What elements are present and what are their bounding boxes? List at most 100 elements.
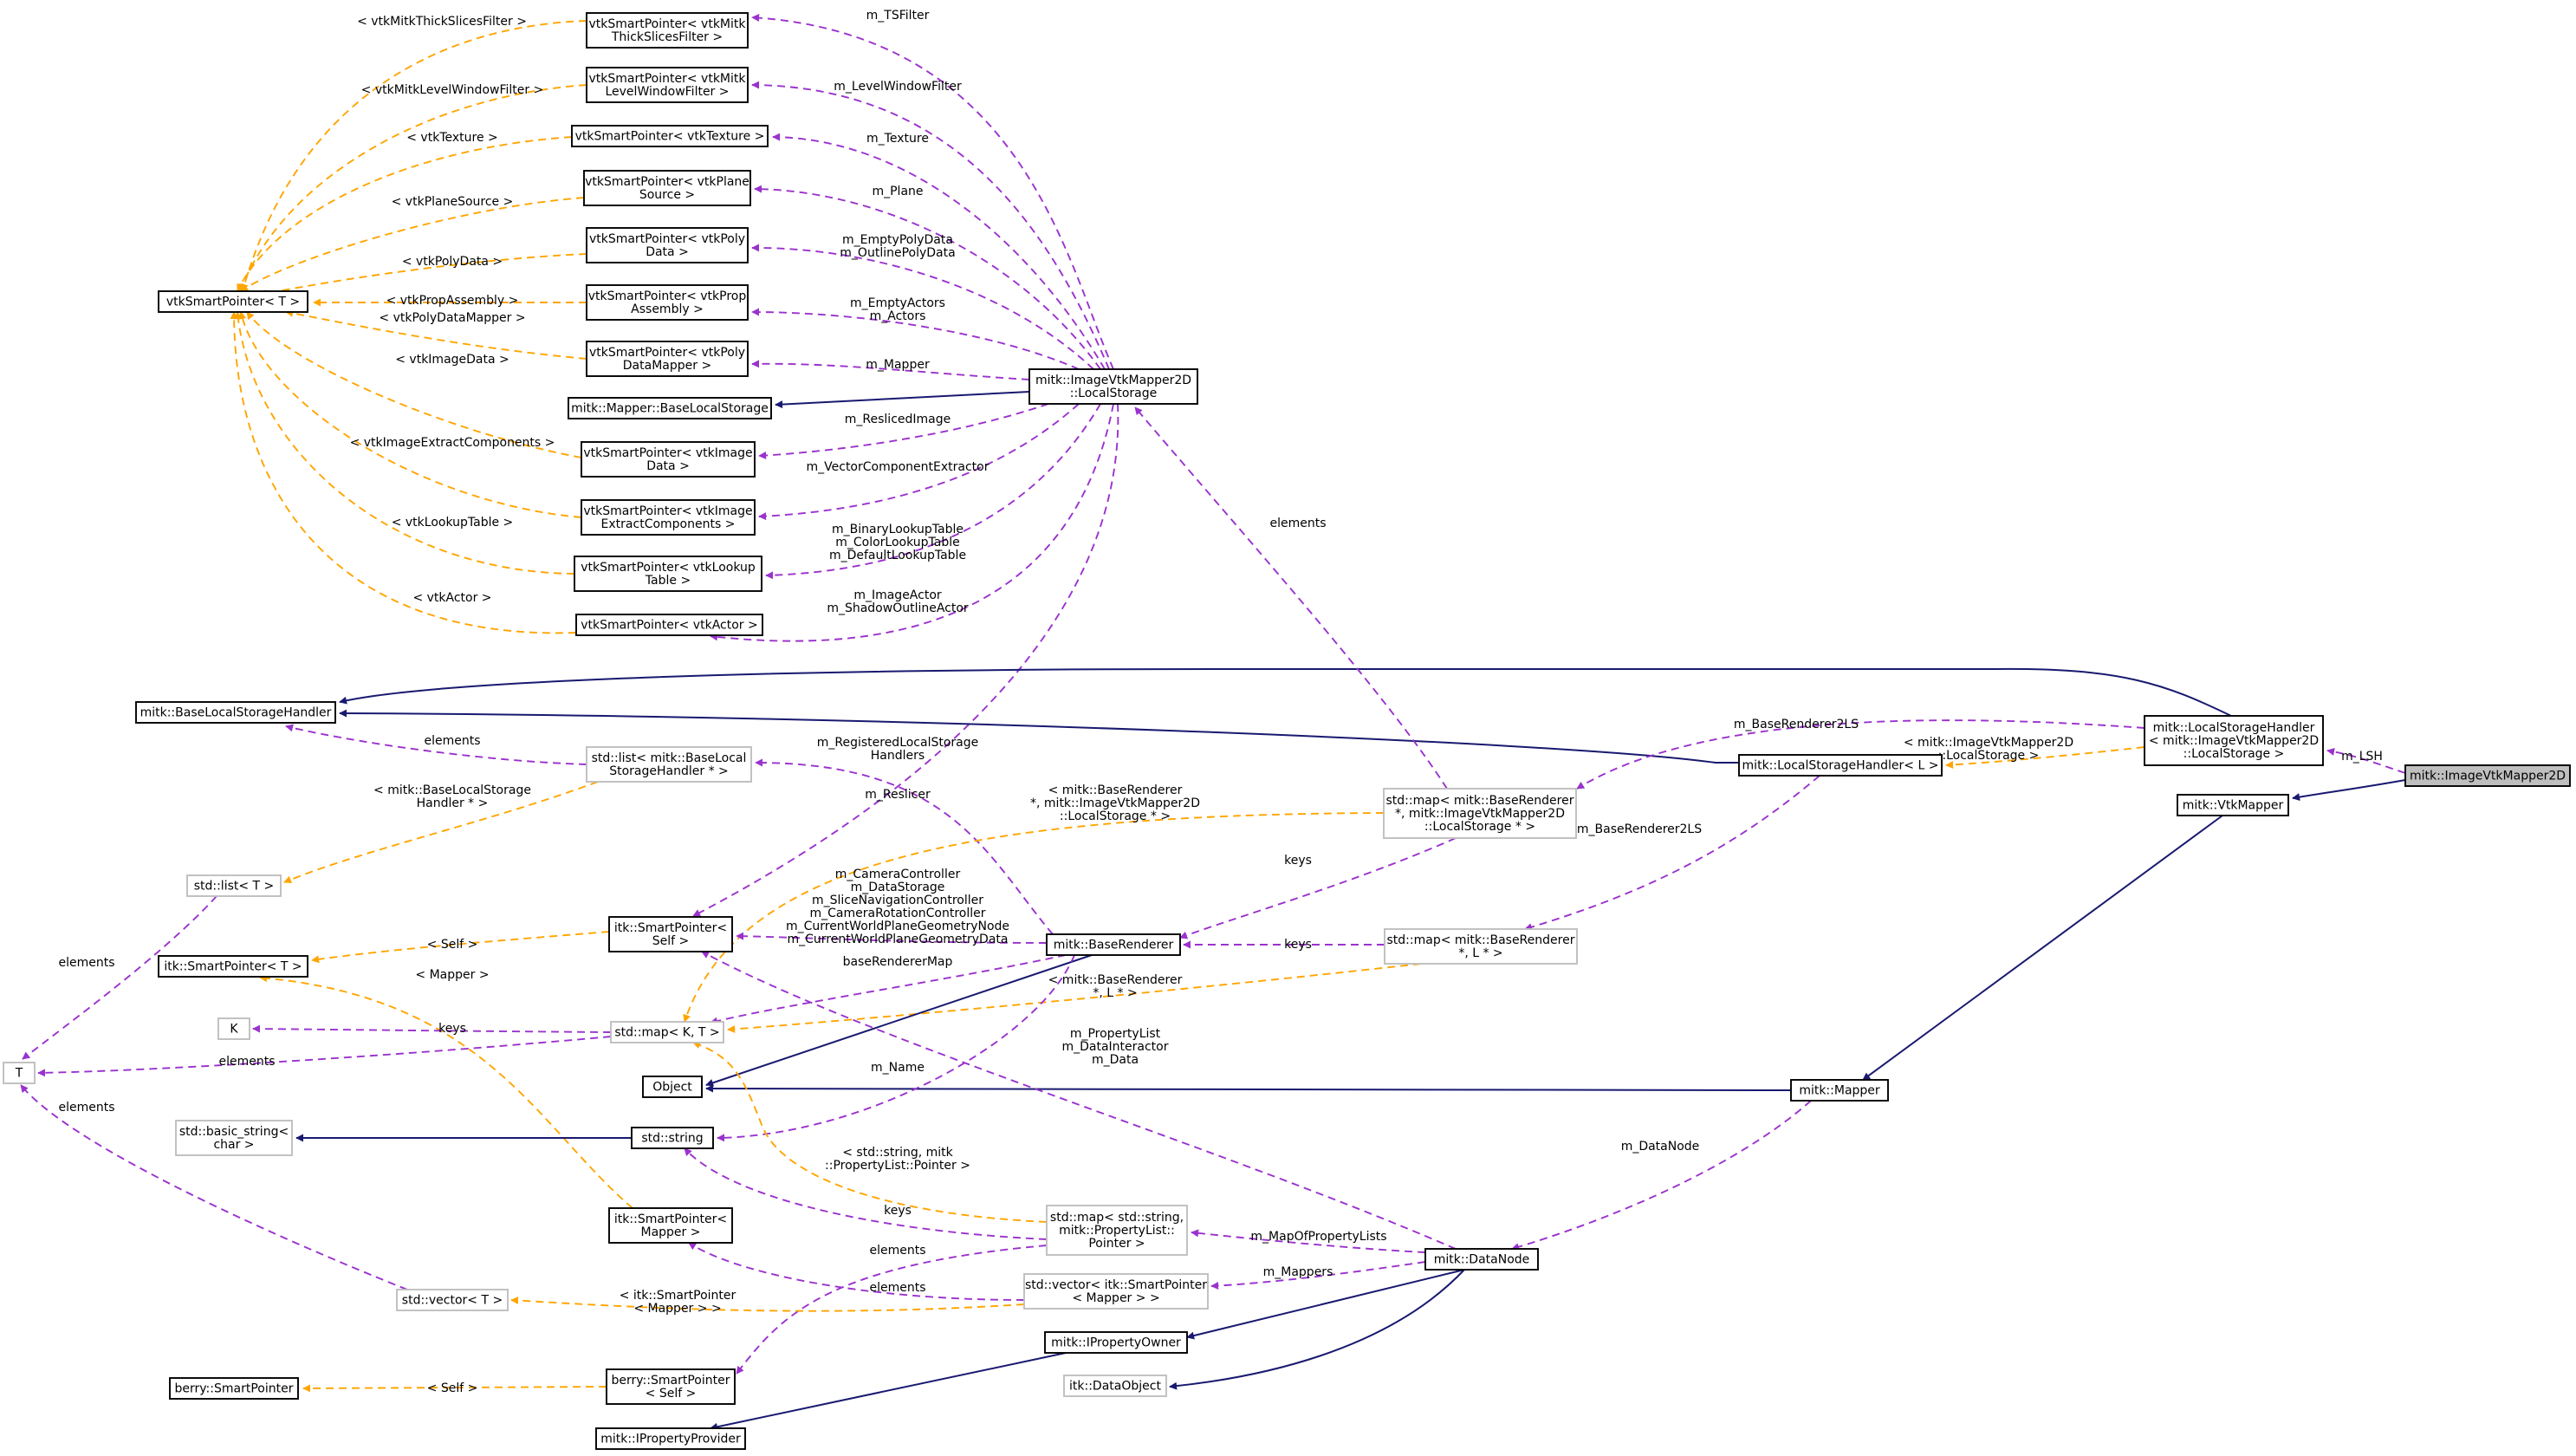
node-box [610,1021,724,1043]
node-basic_string[interactable]: std::basic_string<char > [175,1120,293,1156]
edge-label-t_pdmapper: < vtkPolyDataMapper > [379,311,525,325]
edge-map-pl [1191,1229,1426,1253]
node-map_K_T[interactable]: std::map< K, T > [610,1021,724,1043]
edge-t-vec-itk [510,1297,1025,1312]
node-iproperty_provider[interactable]: mitk::IPropertyProvider [595,1427,746,1450]
node-T[interactable]: T [3,1062,36,1084]
node-image_mapper[interactable]: mitk::ImageVtkMapper2D [2404,764,2571,787]
edge-t-iec [238,311,582,518]
node-label: vtkSmartPointer< vtkTexture > [575,130,765,144]
edge-ipo-ipp [710,1352,1067,1431]
edge-label-map_pl: m_MapOfPropertyLists [1250,1230,1386,1244]
node-box [581,499,756,536]
edge-label-mappers: m_Mappers [1263,1265,1333,1279]
node-box [396,1289,509,1311]
node-itk_sp_mapper[interactable]: itk::SmartPointer<Mapper > [608,1207,733,1244]
edge-label-t_map_br_ls: < mitk::BaseRenderer*, mitk::ImageVtkMap… [1030,783,1200,823]
edge-texture [772,133,1106,370]
node-label: mitk::BaseLocalStorageHandler [140,706,332,720]
edge-label-br_map: baseRendererMap [843,955,953,969]
node-berry_sp[interactable]: berry::SmartPointer [169,1377,299,1400]
edge-label-t_polydata: < vtkPolyData > [402,255,503,269]
edge-label-keys_L: keys [1284,938,1312,952]
node-box [1384,928,1578,965]
node-box [586,67,749,103]
node-K[interactable]: K [217,1017,250,1040]
edge-label-t_mapper: < Mapper > [415,968,489,982]
node-vtksp_T[interactable]: vtkSmartPointer< T > [158,290,308,313]
edge-label-t_iec: < vtkImageExtractComponents > [350,436,555,450]
node-map_br_L[interactable]: std::map< mitk::BaseRenderer*, L * > [1384,928,1578,965]
node-std_string[interactable]: std::string [631,1127,714,1149]
edge-dn-dataobject [1169,1269,1465,1390]
node-lsh_L[interactable]: mitk::LocalStorageHandler< L > [1738,754,1943,777]
node-mapper[interactable]: mitk::Mapper [1790,1079,1889,1102]
edge-label-keys_ls: keys [1284,854,1312,868]
node-berry_sp_self[interactable]: berry::SmartPointer< Self > [606,1368,736,1405]
node-base_renderer[interactable]: mitk::BaseRenderer [1046,933,1181,956]
edge-t-self-berry [302,1384,607,1393]
node-label: Object [652,1081,692,1095]
node-label: mitk::Mapper::BaseLocalStorage [571,402,769,416]
node-label: vtkSmartPointer< T > [166,296,300,309]
edge-luts [765,403,1101,580]
edge-resliced [758,403,1049,460]
node-box [217,1017,250,1040]
node-label: itk::SmartPointer< T > [164,960,302,974]
edge-label-t_propasm: < vtkPropAssembly > [386,294,519,308]
node-box [135,701,336,724]
node-std_list_T[interactable]: std::list< T > [186,874,282,897]
edge-br-object [705,954,1093,1087]
edge-propasm [751,308,1080,370]
node-label: std::string [641,1132,703,1146]
edge-vce [758,403,1080,521]
edge-lshimage-baselsh [339,667,2232,717]
node-map_str_pl[interactable]: std::map< std::string,mitk::PropertyList… [1046,1205,1188,1256]
node-label: mitk::BaseRenderer [1054,939,1174,952]
edge-label-t_actor: < vtkActor > [412,591,491,605]
node-vtk_mapper[interactable]: mitk::VtkMapper [2177,794,2289,816]
edge-label-t_texture: < vtkTexture > [406,131,498,145]
edge-label-elements_pl: elements [869,1244,925,1258]
node-box [595,1427,746,1450]
edge-ls-baselocalstorage [775,391,1030,409]
node-object[interactable]: Object [642,1076,703,1098]
edge-keys-K [252,1024,612,1033]
node-label: itk::SmartPointer<Mapper > [614,1212,727,1239]
node-local_storage[interactable]: mitk::ImageVtkMapper2D::LocalStorage [1028,368,1198,405]
node-data_node[interactable]: mitk::DataNode [1424,1248,1539,1271]
edge-br-map [710,954,1067,1025]
node-base_local_storage[interactable]: mitk::Mapper::BaseLocalStorage [568,397,772,419]
edge-lwfilter [751,81,1110,370]
node-lsh_image[interactable]: mitk::LocalStorageHandler< mitk::ImageVt… [2144,715,2324,766]
node-map_br_ls[interactable]: std::map< mitk::BaseRenderer*, mitk::Ima… [1383,788,1577,839]
node-itk_sp_T[interactable]: itk::SmartPointer< T > [158,955,308,978]
edge-elements-vec [20,1084,408,1290]
node-vec_itk_mapper[interactable]: std::vector< itk::SmartPointer< Mapper >… [1023,1273,1209,1310]
edge-label-texture: m_Texture [866,132,929,146]
node-vtksp_texture[interactable]: vtkSmartPointer< vtkTexture > [571,125,769,147]
node-itk_sp_self[interactable]: itk::SmartPointer<Self > [608,916,733,952]
node-std_vector_T[interactable]: std::vector< T > [396,1289,509,1311]
node-base_lsh[interactable]: mitk::BaseLocalStorageHandler [135,701,336,724]
edge-label-t_self_itk: < Self > [427,938,478,952]
edge-t-polydata [259,253,587,297]
node-itk_dataobject[interactable]: itk::DataObject [1063,1375,1167,1397]
node-iproperty_owner[interactable]: mitk::IPropertyOwner [1044,1331,1188,1354]
node-vtksp_actor[interactable]: vtkSmartPointer< vtkActor > [575,614,763,636]
node-box [1424,1248,1539,1271]
